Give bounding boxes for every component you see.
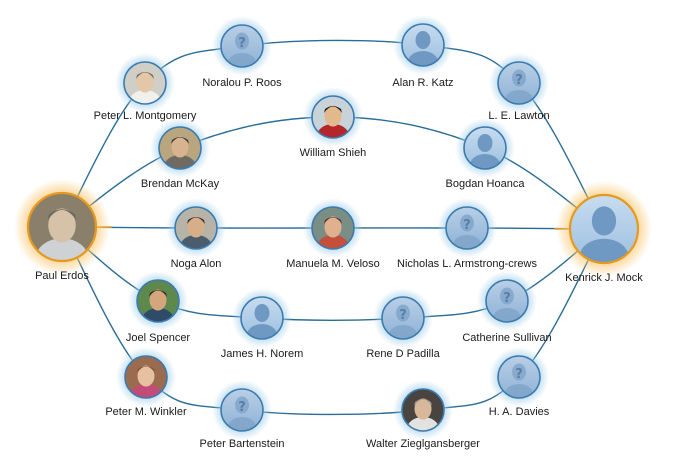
person-name-label: William Shieh — [300, 147, 367, 159]
person-node-erdos[interactable]: Paul Erdos — [14, 179, 110, 282]
avatar-ring — [445, 206, 489, 250]
avatar-ring — [401, 388, 445, 432]
person-name-label: L. E. Lawton — [488, 110, 549, 122]
person-node-hoanca[interactable]: Bogdan Hoanca — [446, 118, 526, 190]
avatar-ring — [158, 126, 202, 170]
unknown-person-icon: ? — [446, 207, 488, 249]
person-name-label: Catherine Sullivan — [462, 332, 551, 344]
nodes-layer: Paul Erdos Kenrick J. Mock Peter L. Montgo… — [14, 15, 652, 450]
avatar-ring — [497, 61, 541, 105]
avatar-ring — [401, 23, 445, 67]
avatar-ring — [463, 126, 507, 170]
person-silhouette-icon — [464, 127, 506, 169]
profile-photo — [159, 127, 201, 169]
avatar-ring — [568, 193, 640, 265]
person-name-label: Noga Alon — [171, 258, 222, 270]
person-node-zieglgansberger[interactable]: Walter Zieglgansberger — [366, 380, 480, 450]
person-node-norem[interactable]: James H. Norem — [221, 288, 304, 360]
person-name-label: Walter Zieglgansberger — [366, 438, 480, 450]
avatar-ring — [220, 24, 264, 68]
avatar-ring — [136, 279, 180, 323]
question-mark-icon: ? — [238, 400, 246, 415]
person-name-label: Kenrick J. Mock — [565, 272, 643, 284]
person-node-alon[interactable]: Noga Alon — [166, 198, 226, 270]
question-mark-icon: ? — [515, 73, 523, 88]
person-node-bartenstein[interactable]: ? Peter Bartenstein — [200, 380, 285, 450]
profile-photo — [312, 96, 354, 138]
unknown-person-icon: ? — [221, 25, 263, 67]
person-node-lawton[interactable]: ? L. E. Lawton — [488, 53, 550, 122]
profile-photo — [312, 207, 354, 249]
question-mark-icon: ? — [463, 218, 471, 233]
avatar-ring — [497, 355, 541, 399]
avatar-ring — [174, 206, 218, 250]
person-node-shieh[interactable]: William Shieh — [300, 87, 367, 159]
avatar-ring — [485, 279, 529, 323]
question-mark-icon: ? — [238, 36, 246, 51]
person-silhouette-icon — [241, 297, 283, 339]
person-node-katz[interactable]: Alan R. Katz — [392, 15, 454, 89]
person-node-armstrong[interactable]: ? Nicholas L. Armstrong-crews — [397, 198, 537, 270]
avatar-ring — [220, 388, 264, 432]
avatar-ring — [311, 206, 355, 250]
person-node-winkler[interactable]: Peter M. Winkler — [105, 347, 187, 418]
avatar-ring — [124, 355, 168, 399]
person-node-mock[interactable]: Kenrick J. Mock — [556, 181, 652, 284]
profile-photo — [402, 389, 444, 431]
person-node-veloso[interactable]: Manuela M. Veloso — [286, 198, 380, 270]
unknown-person-icon: ? — [486, 280, 528, 322]
unknown-person-icon: ? — [382, 297, 424, 339]
person-node-sullivan[interactable]: ? Catherine Sullivan — [462, 271, 552, 344]
person-name-label: Paul Erdos — [35, 270, 89, 282]
avatar-ring — [381, 296, 425, 340]
person-node-padilla[interactable]: ? Rene D Padilla — [366, 288, 441, 360]
profile-photo — [124, 62, 166, 104]
avatar-ring — [240, 296, 284, 340]
person-name-label: Nicholas L. Armstrong-crews — [397, 258, 537, 270]
person-node-spencer[interactable]: Joel Spencer — [126, 271, 191, 344]
profile-photo — [28, 193, 96, 261]
person-name-label: Brendan McKay — [141, 178, 220, 190]
person-name-label: Peter L. Montgomery — [94, 110, 197, 122]
question-mark-icon: ? — [503, 291, 511, 306]
unknown-person-icon: ? — [498, 356, 540, 398]
profile-photo — [175, 207, 217, 249]
person-name-label: Noralou P. Roos — [202, 77, 282, 89]
person-name-label: Alan R. Katz — [392, 77, 453, 89]
question-mark-icon: ? — [515, 367, 523, 382]
person-name-label: Peter M. Winkler — [105, 406, 187, 418]
person-name-label: Joel Spencer — [126, 332, 191, 344]
person-name-label: Peter Bartenstein — [200, 438, 285, 450]
avatar-ring — [123, 61, 167, 105]
question-mark-icon: ? — [399, 308, 407, 323]
person-name-label: James H. Norem — [221, 348, 304, 360]
person-node-montgomery[interactable]: Peter L. Montgomery — [94, 53, 197, 122]
person-name-label: H. A. Davies — [489, 406, 550, 418]
person-node-mckay[interactable]: Brendan McKay — [141, 118, 220, 190]
avatar-ring — [311, 95, 355, 139]
person-name-label: Rene D Padilla — [366, 348, 440, 360]
person-name-label: Manuela M. Veloso — [286, 258, 380, 270]
person-node-roos[interactable]: ? Noralou P. Roos — [202, 16, 282, 89]
person-silhouette-icon — [570, 195, 638, 263]
unknown-person-icon: ? — [498, 62, 540, 104]
person-node-davies[interactable]: ? H. A. Davies — [489, 347, 550, 418]
profile-photo — [125, 356, 167, 398]
person-silhouette-icon — [402, 24, 444, 66]
avatar-ring — [26, 191, 98, 263]
unknown-person-icon: ? — [221, 389, 263, 431]
person-name-label: Bogdan Hoanca — [446, 178, 526, 190]
profile-photo — [137, 280, 179, 322]
